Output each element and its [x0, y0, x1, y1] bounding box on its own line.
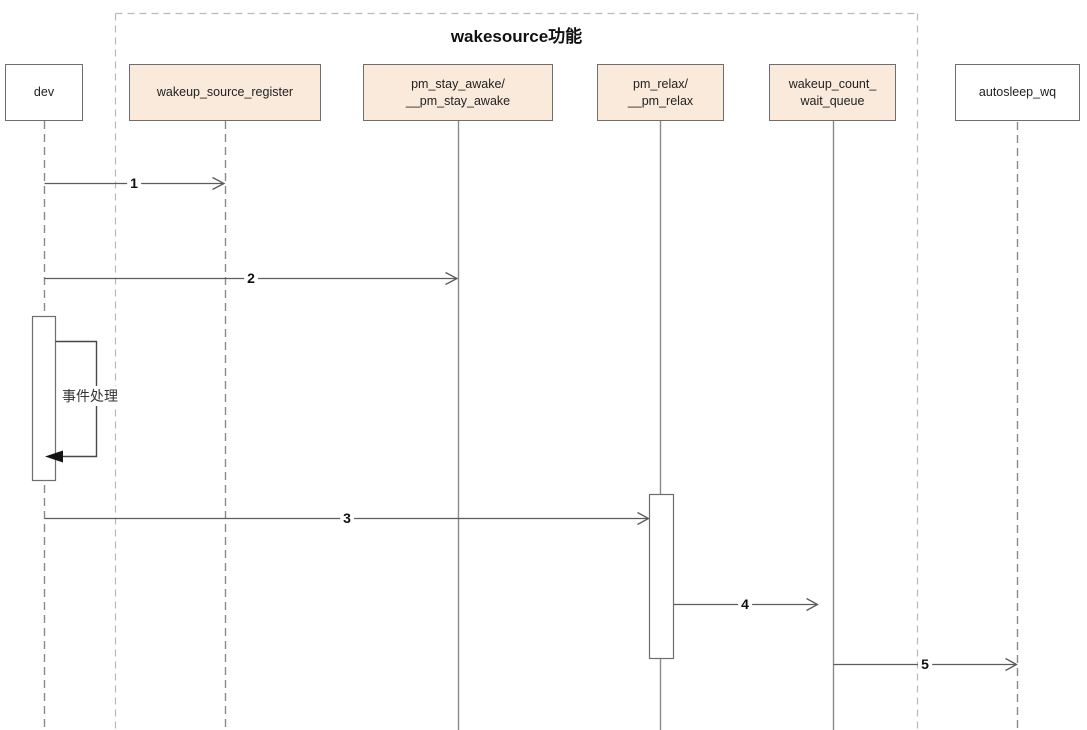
activation-pm-relax — [648, 493, 675, 660]
message-arrows — [44, 176, 1018, 672]
participant-label: wakeup_count_ — [788, 76, 877, 91]
frame-title: wakesource功能 — [450, 27, 583, 46]
participant-label: __pm_stay_awake — [405, 93, 511, 108]
message-label-1: 1 — [127, 175, 141, 191]
participant-pm-relax: pm_relax/ __pm_relax — [597, 64, 724, 121]
self-message-label: 事件处理 — [60, 386, 120, 406]
participant-label: dev — [33, 85, 55, 100]
participant-dev: dev — [5, 64, 83, 121]
participant-wakeup-count-wait-queue: wakeup_count_ wait_queue — [769, 64, 896, 121]
message-label-4: 4 — [738, 596, 752, 612]
frame-border — [114, 12, 919, 730]
participant-label: autosleep_wq — [978, 85, 1057, 100]
message-label-2: 2 — [244, 270, 258, 286]
participant-label: __pm_relax — [627, 93, 694, 108]
participant-label: wait_queue — [800, 93, 865, 108]
message-label-3: 3 — [340, 510, 354, 526]
participant-pm-stay-awake: pm_stay_awake/ __pm_stay_awake — [363, 64, 553, 121]
activation-bars — [31, 315, 675, 660]
participant-label: wakeup_source_register — [156, 85, 294, 100]
self-message-arrowhead — [45, 450, 63, 463]
participant-label: pm_stay_awake/ — [411, 76, 505, 91]
participant-label: pm_relax/ — [633, 76, 688, 91]
participant-autosleep-wq: autosleep_wq — [955, 64, 1080, 121]
participant-wakeup-source-register: wakeup_source_register — [129, 64, 321, 121]
lifelines — [43, 121, 1019, 730]
message-label-5: 5 — [918, 656, 932, 672]
activation-dev — [31, 315, 57, 482]
